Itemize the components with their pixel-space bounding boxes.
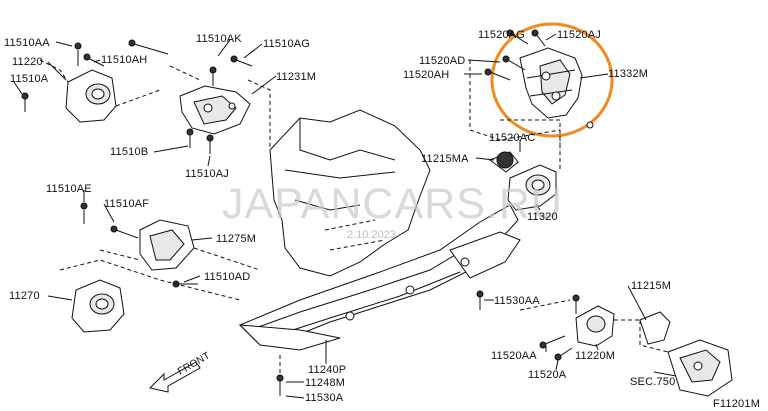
label-11510AK: 11510AK [196,33,242,45]
label-11215MA: 11215MA [421,153,469,165]
front-arrow [149,361,201,393]
label-11520AG: 11520AG [478,29,526,41]
label-11520AA: 11520AA [491,350,537,362]
watermark-site: JAPANCARS.RU [222,180,563,228]
label-11231M: 11231M [276,71,317,83]
label-11520A: 11520A [528,369,567,381]
label-11320: 11320 [527,211,558,223]
label-11510AA: 11510AA [4,37,50,49]
label-11510AE: 11510AE [46,183,92,195]
label-11520AH: 11520AH [403,69,450,81]
bolts-top-right [469,29,561,150]
label-11510AJ: 11510AJ [185,168,230,180]
bracket-11332M [519,47,594,129]
subframe [238,204,521,351]
label-11520AD: 11520AD [419,55,466,67]
label-11220M: 11220M [575,350,616,362]
bolts-lower [276,290,484,396]
label-11240P: 11240P [308,364,347,376]
bracket-sec750 [639,311,733,397]
bracket-11231M [128,39,271,154]
label-11510AD: 11510AD [204,271,251,283]
label-11510A: 11510A [10,73,49,85]
label-11275M: 11275M [216,233,257,245]
label-11530A: 11530A [305,392,344,404]
bracket-11275M [80,202,261,288]
highlight-circle [490,22,614,138]
label-11510AH: 11510AH [101,54,148,66]
label-11510AG: 11510AG [263,38,311,50]
label-11332M: 11332M [608,68,649,80]
engine-block [269,109,431,277]
leader-lines [13,33,677,399]
label-11215M: 11215M [631,280,672,292]
label-11520AJ: 11520AJ [557,29,602,41]
label-11220: 11220 [12,56,43,68]
mount-11320 [488,119,561,211]
label-11270: 11270 [9,290,40,302]
figure-code: F11201M [713,398,761,410]
label-11510B: 11510B [110,146,149,158]
mount-11220 [21,42,161,123]
label-11530AA: 11530AA [494,295,540,307]
mount-11270 [59,259,241,333]
watermark-date: 2.10.2023 [347,229,396,241]
label-11510AF: 11510AF [104,198,150,210]
label-11520AC: 11520AC [489,132,536,144]
label-11248M: 11248M [305,377,346,389]
label-sec750: SEC.750 [630,376,676,388]
